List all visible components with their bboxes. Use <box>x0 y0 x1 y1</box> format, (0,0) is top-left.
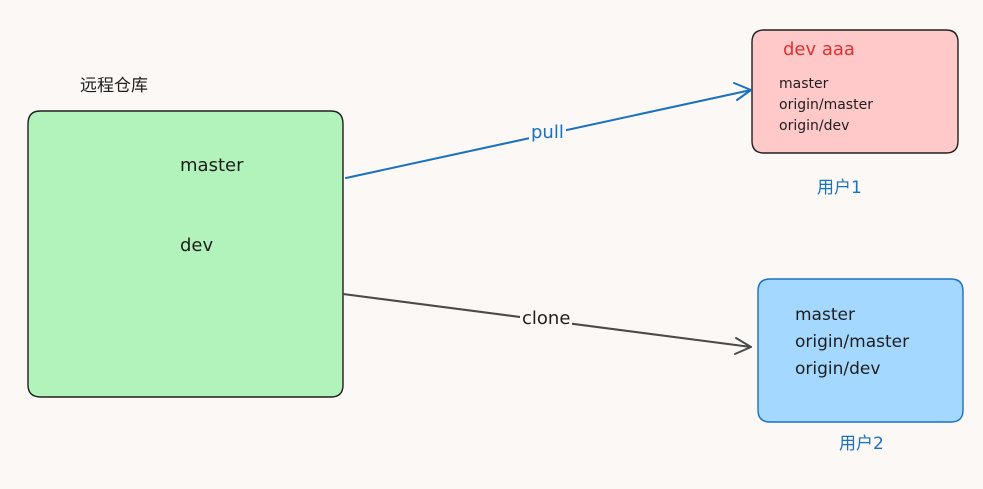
user2-branch-origin-dev: origin/dev <box>795 359 881 379</box>
remote-repo-title: 远程仓库 <box>80 76 148 96</box>
user1-box[interactable] <box>751 29 959 154</box>
user2-box[interactable] <box>757 278 964 423</box>
user1-current-branch: dev aaa <box>783 39 855 60</box>
remote-repo-box[interactable] <box>27 110 344 398</box>
user2-branch-origin-master: origin/master <box>795 332 910 352</box>
user1-branch-origin-dev: origin/dev <box>779 118 850 134</box>
user2-branch-master: master <box>795 305 855 325</box>
remote-branch-dev: dev <box>180 235 214 256</box>
user1-branch-master: master <box>779 76 829 92</box>
pull-label: pull <box>529 122 566 143</box>
user1-name: 用户1 <box>817 178 862 198</box>
clone-label: clone <box>520 308 573 329</box>
remote-branch-master: master <box>180 155 244 176</box>
user1-branch-origin-master: origin/master <box>779 97 873 113</box>
user2-name: 用户2 <box>839 434 884 454</box>
